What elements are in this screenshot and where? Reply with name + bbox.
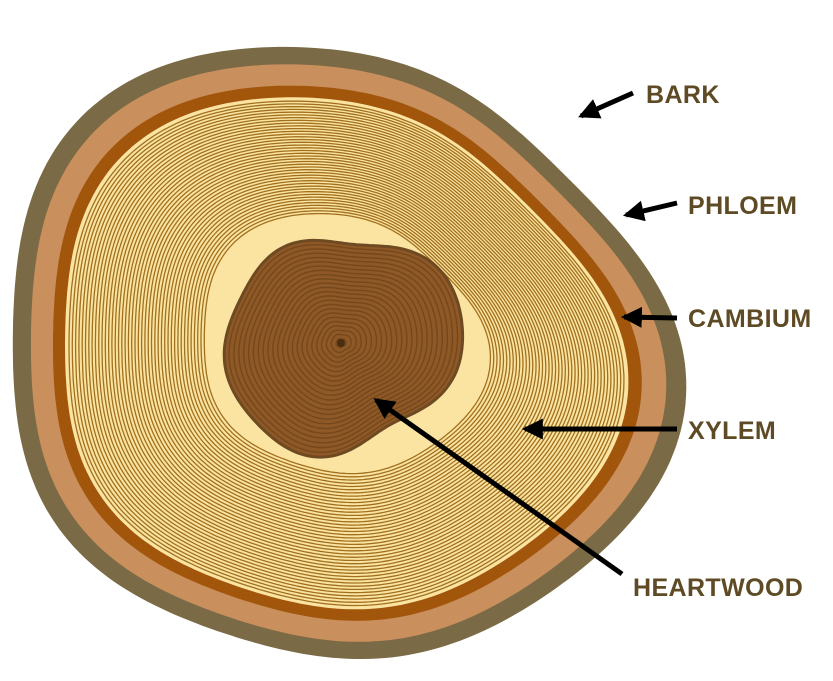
heartwood-label: HEARTWOOD (633, 574, 803, 602)
cambium-label: CAMBIUM (688, 305, 812, 333)
cambium-arrow-icon (624, 317, 677, 318)
bark-label: BARK (646, 81, 720, 109)
pith (337, 339, 345, 347)
trunk-cross-section (13, 47, 687, 659)
xylem-label: XYLEM (688, 417, 776, 445)
phloem-arrow-icon (626, 203, 677, 215)
bark-arrow-icon (581, 93, 633, 116)
phloem-label: PHLOEM (688, 192, 797, 220)
